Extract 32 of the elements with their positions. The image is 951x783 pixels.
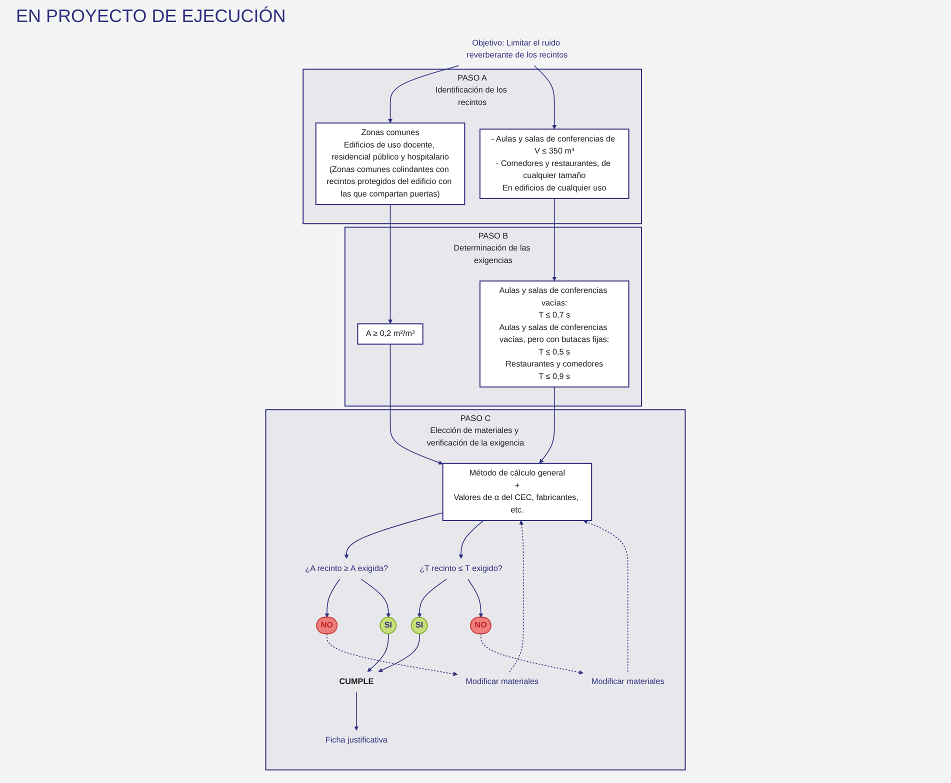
node-box: Método de cálculo general + Valores de α del CEC, fabricantes, etc. xyxy=(442,462,592,521)
arrow xyxy=(390,344,444,465)
node-text: Objetivo: Limitar el ruido reverberante de los recintos xyxy=(466,38,568,60)
arrow xyxy=(467,578,484,618)
node-text: Ficha justificativa xyxy=(325,736,388,745)
arrow xyxy=(324,578,340,618)
arrow xyxy=(539,386,555,464)
arrow xyxy=(458,520,484,559)
node-text: Modificar materiales xyxy=(466,677,539,686)
node-text: ¿A recinto ≥ A exigida? xyxy=(305,564,388,573)
arrow xyxy=(388,65,460,124)
arrow xyxy=(583,520,628,672)
arrow xyxy=(367,633,389,672)
node-text: CUMPLE xyxy=(339,677,374,686)
arrow xyxy=(509,520,524,672)
diagram-title: EN PROYECTO DE EJECUCIÓN xyxy=(15,5,287,28)
node-box: - Aulas y salas de conferencias de V ≤ 350 m³ - Comedores y restaurantes, de cualquier tamaño En edificios de cualquier uso xyxy=(479,128,630,199)
arrow xyxy=(388,204,393,324)
node-box: Aulas y salas de conferencias vacías: T ≤ 0,7 s Aulas y salas de conferencias vacías, pero con butacas fijas: T ≤ 0,5 s Restaurantes y comedores T ≤ 0,9 s xyxy=(479,280,630,388)
arrow xyxy=(534,65,557,130)
arrow xyxy=(354,692,359,731)
arrow xyxy=(344,512,444,559)
arrow xyxy=(326,633,458,676)
arrow xyxy=(417,578,447,618)
node-box: A ≥ 0,2 m²/m³ xyxy=(357,323,424,345)
node-text: Modificar materiales xyxy=(591,677,664,686)
node-text: ¿T recinto ≤ T exigido? xyxy=(420,564,502,573)
arrow xyxy=(378,633,420,672)
node-box: Zonas comunes Edificios de uso docente, residencial público y hospitalario (Zonas comunes colindantes con recintos protegidos del edificio con las que compartan puertas) xyxy=(315,122,466,206)
arrow xyxy=(360,578,391,618)
arrow xyxy=(552,198,557,282)
arrow xyxy=(480,633,584,675)
